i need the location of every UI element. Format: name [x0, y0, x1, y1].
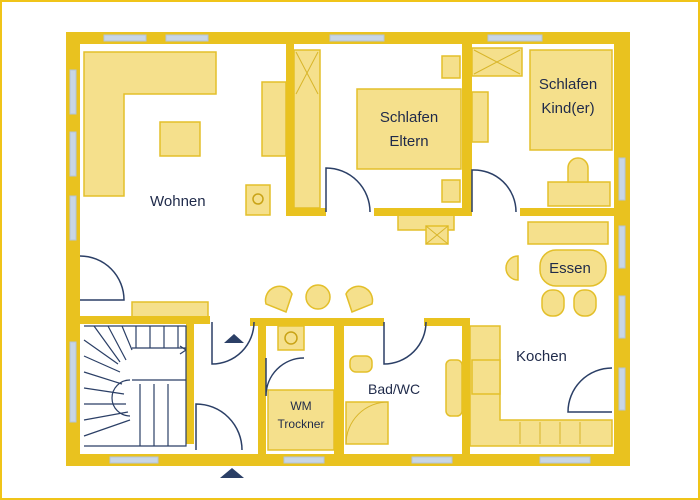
window-top-4 — [487, 34, 543, 42]
parents-bed — [356, 88, 462, 170]
window-right-3 — [618, 295, 626, 339]
parents-nightstand-bottom — [441, 179, 461, 203]
wall-hall-right — [250, 318, 384, 326]
wall-parents-bottom — [286, 208, 326, 216]
living-sofa — [83, 51, 217, 197]
window-left-2 — [69, 131, 77, 177]
bath-toilet — [349, 355, 373, 373]
door-entrance — [195, 403, 243, 451]
hall-chair-cross — [425, 225, 449, 245]
living-chair-center — [305, 284, 331, 310]
entrance-arrow-icon — [220, 468, 244, 478]
room-label-kochen: Kochen — [516, 348, 567, 365]
laundry-machines — [267, 389, 335, 451]
window-bottom-2 — [283, 456, 325, 464]
wall-hall-left — [80, 316, 210, 324]
kitchen-sink-lines — [519, 422, 581, 444]
room-label-schlafen-kinder-1: Schlafen — [539, 76, 597, 93]
door-parents — [325, 167, 371, 213]
room-label-schlafen-eltern-1: Schlafen — [380, 109, 438, 126]
washer-drum-icon — [284, 331, 298, 345]
furniture-layer — [83, 47, 613, 451]
door-laundry — [265, 357, 305, 397]
room-label-wm: WM — [290, 399, 311, 413]
bath-shower-arc — [345, 401, 389, 445]
doors-layer — [79, 167, 613, 451]
living-tv-cabinet — [261, 81, 287, 157]
door-hall — [211, 321, 255, 365]
stove-knob-icon — [252, 193, 264, 205]
wall-laundry-bath — [334, 318, 344, 466]
room-label-wohnen: Wohnen — [150, 193, 206, 210]
wall-bottom — [66, 454, 630, 466]
door-terrace — [79, 255, 125, 301]
window-left-3 — [69, 195, 77, 241]
window-bottom-3 — [411, 456, 453, 464]
window-top-3 — [329, 34, 385, 42]
window-right-2 — [618, 225, 626, 269]
wall-parents-bottom-right — [374, 208, 470, 216]
window-right-1 — [618, 157, 626, 201]
dining-bench — [527, 221, 609, 245]
window-top-2 — [165, 34, 209, 42]
kitchen-fridge — [471, 359, 501, 395]
dining-chair-bottom-1 — [541, 289, 565, 317]
living-coffee-table — [159, 121, 201, 157]
room-label-bad-wc: Bad/WC — [368, 381, 420, 397]
kids-shelf — [471, 91, 489, 143]
living-chair-right — [345, 285, 374, 313]
room-labels: Wohnen Schlafen Eltern Schlafen Kind(er)… — [150, 76, 597, 431]
kids-bed — [529, 49, 613, 151]
room-label-schlafen-kinder-2: Kind(er) — [541, 100, 594, 117]
bath-bathtub — [445, 359, 463, 417]
window-bottom-4 — [539, 456, 591, 464]
door-kids — [471, 169, 517, 213]
door-bath — [383, 321, 427, 365]
entrance-arrow-icon — [224, 334, 244, 343]
kids-desk — [547, 181, 611, 207]
wall-living-parents — [286, 44, 294, 214]
laundry-washer — [277, 325, 305, 351]
dining-table — [539, 249, 607, 287]
room-label-trockner: Trockner — [278, 417, 325, 431]
living-chair-left — [264, 285, 293, 313]
window-top-1 — [103, 34, 147, 42]
door-kitchen-balcony — [567, 367, 613, 413]
dining-chair-left — [505, 255, 519, 281]
bath-shower — [345, 401, 389, 445]
window-left-1 — [69, 69, 77, 115]
window-left-4 — [69, 341, 77, 423]
parents-nightstand-top — [441, 55, 461, 79]
wall-bath-top-right — [424, 318, 470, 326]
staircase-icon — [83, 325, 187, 447]
kids-wardrobe-cross — [473, 49, 521, 75]
wall-parents-kids — [462, 44, 472, 216]
room-label-schlafen-eltern-2: Eltern — [389, 133, 428, 150]
windows-layer — [69, 34, 626, 464]
window-bottom-1 — [109, 456, 159, 464]
room-label-essen: Essen — [549, 260, 591, 277]
wall-stairs-right — [186, 324, 194, 444]
wall-kids-bottom — [520, 208, 614, 216]
window-right-4 — [618, 367, 626, 411]
dining-chair-bottom-2 — [573, 289, 597, 317]
wardrobe-cross — [295, 51, 319, 95]
wardrobe-parents — [293, 49, 321, 209]
wall-bath-kitchen — [462, 318, 470, 466]
wall-laundry-left — [258, 318, 266, 466]
kids-chair — [567, 157, 589, 183]
living-stove — [245, 184, 271, 216]
